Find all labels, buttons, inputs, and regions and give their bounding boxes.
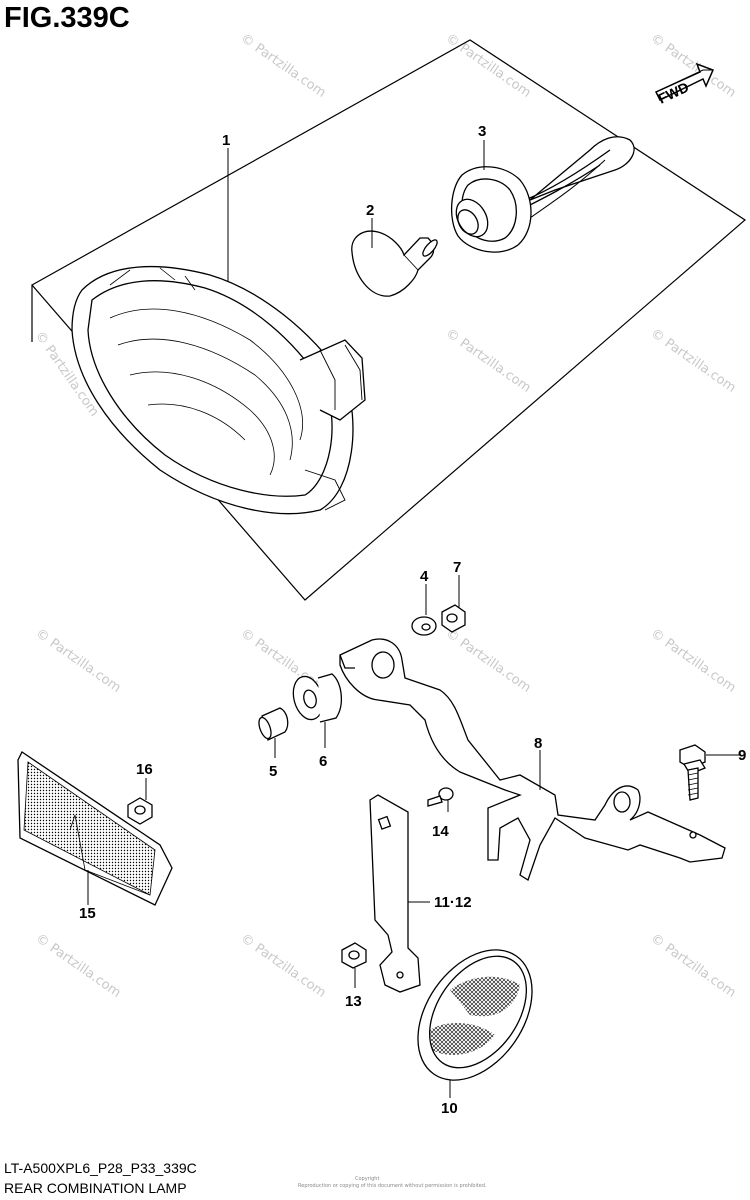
- rear-lamp-housing: [71, 265, 366, 515]
- callout-7: 7: [453, 559, 461, 576]
- bolt: [679, 744, 706, 801]
- nut-16: [127, 797, 153, 825]
- callout-13: 13: [345, 993, 362, 1010]
- callout-14: 14: [432, 823, 449, 840]
- rectangular-reflector: [17, 751, 173, 906]
- washer: [411, 616, 437, 636]
- callout-10: 10: [441, 1100, 458, 1117]
- watermark: © Partzilla.com: [443, 626, 534, 696]
- callout-8: 8: [534, 735, 542, 752]
- callout-5: 5: [269, 763, 277, 780]
- watermark: © Partzilla.com: [33, 931, 124, 1001]
- callout-3: 3: [478, 123, 486, 140]
- model-code: LT-A500XPL6_P28_P33_339C: [4, 1160, 197, 1176]
- watermark: © Partzilla.com: [443, 31, 534, 101]
- nut-13: [341, 942, 367, 969]
- leader-lines: [87, 140, 740, 1098]
- watermark: © Partzilla.com: [648, 626, 739, 696]
- watermark: © Partzilla.com: [238, 31, 329, 101]
- watermark: © Partzilla.com: [443, 326, 534, 396]
- callout-4: 4: [420, 568, 429, 585]
- grommet: [292, 673, 342, 723]
- callout-6: 6: [319, 753, 327, 770]
- bulb: [351, 230, 438, 297]
- round-reflector: [417, 949, 533, 1081]
- watermark: © Partzilla.com: [648, 931, 739, 1001]
- copyright-subtext: Reproduction or copying of this document…: [298, 1183, 487, 1189]
- callout-9: 9: [738, 747, 746, 764]
- callout-2: 2: [366, 202, 374, 219]
- nut: [441, 604, 466, 633]
- figure-title: FIG.339C: [4, 2, 130, 34]
- watermark: © Partzilla.com: [33, 626, 124, 696]
- bulb-socket: [450, 136, 635, 253]
- callout-11-12: 11·12: [434, 894, 472, 911]
- callout-16: 16: [136, 761, 153, 778]
- reflector-bracket: [369, 794, 421, 993]
- fwd-arrow-icon: FWD: [654, 62, 715, 107]
- diagram-caption: REAR COMBINATION LAMP: [4, 1180, 187, 1196]
- mounting-bracket: [339, 638, 726, 881]
- fwd-label: FWD: [656, 79, 692, 107]
- watermark: © Partzilla.com: [238, 931, 329, 1001]
- callouts: 1 2 3 4 5 6 7 8 9 10 11·12 13 14 15 16: [79, 123, 746, 1117]
- callout-15: 15: [79, 905, 96, 922]
- copyright-notice: Copyright: [355, 1176, 380, 1182]
- collar: [258, 707, 289, 741]
- callout-1: 1: [222, 132, 230, 149]
- screw: [427, 787, 454, 807]
- watermark: © Partzilla.com: [648, 326, 739, 396]
